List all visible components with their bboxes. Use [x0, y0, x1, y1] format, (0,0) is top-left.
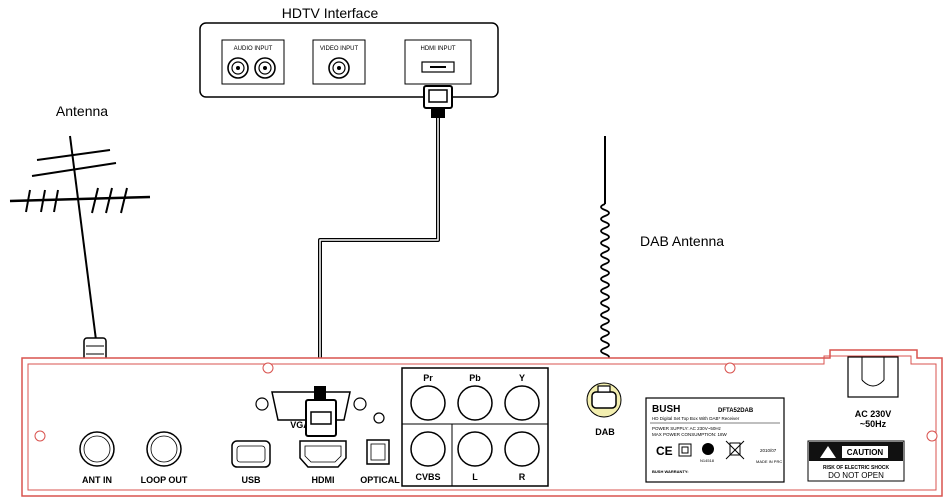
- usb-port: USB: [231, 440, 271, 485]
- svg-text:ANT IN: ANT IN: [82, 475, 112, 485]
- svg-text:MADE IN PRC: MADE IN PRC: [756, 459, 782, 464]
- svg-text:CVBS: CVBS: [415, 472, 440, 482]
- svg-text:USB: USB: [241, 475, 261, 485]
- svg-text:R: R: [519, 472, 526, 482]
- svg-text:DAB: DAB: [595, 427, 615, 437]
- svg-text:~50Hz: ~50Hz: [860, 419, 887, 429]
- hdmi-port: HDMI: [299, 440, 347, 485]
- hdmi-cable: [318, 118, 440, 392]
- svg-text:BUSH WARRANTY:: BUSH WARRANTY:: [652, 469, 689, 474]
- svg-text:L: L: [472, 472, 478, 482]
- svg-text:HDMI INPUT: HDMI INPUT: [421, 46, 456, 52]
- svg-text:CAUTION: CAUTION: [847, 448, 884, 457]
- hdtv-hdmi-input: HDMI INPUT: [404, 39, 472, 85]
- ant-in-port: ANT IN: [79, 431, 115, 485]
- rating-label: BUSH DFTA52DAB HD Digital Set Top Box Wi…: [645, 397, 785, 483]
- hdmi-plug-receiver: [305, 386, 337, 437]
- caution-label: CAUTION RISK OF ELECTRIC SHOCK DO NOT OP…: [807, 440, 905, 482]
- svg-text:DO NOT OPEN: DO NOT OPEN: [828, 471, 884, 480]
- antenna-icon: [9, 135, 151, 341]
- power-cord-entry: AC 230V ~50Hz: [847, 356, 899, 429]
- hdmi-plug-tv: [423, 85, 453, 118]
- svg-text:2010/07: 2010/07: [760, 448, 777, 453]
- svg-text:LOOP OUT: LOOP OUT: [141, 475, 188, 485]
- svg-text:VGA: VGA: [290, 420, 310, 430]
- svg-text:HD Digital Set Top Box With DA: HD Digital Set Top Box With DAB* Receive…: [652, 416, 740, 421]
- svg-text:VIDEO INPUT: VIDEO INPUT: [320, 46, 359, 52]
- svg-text:MAX POWER CONSUMPTION: 18W: MAX POWER CONSUMPTION: 18W: [652, 432, 728, 437]
- hdtv-title: HDTV Interface: [282, 5, 379, 21]
- warning-triangle-icon: [820, 446, 836, 458]
- dab-antenna-icon: [600, 136, 610, 386]
- antenna-label: Antenna: [56, 103, 108, 119]
- svg-text:Y: Y: [519, 373, 525, 383]
- svg-text:AUDIO INPUT: AUDIO INPUT: [234, 46, 273, 52]
- ce-mark-icon: CE: [656, 444, 673, 458]
- av-outputs: Pr Pb Y CVBS L R: [401, 367, 549, 487]
- svg-text:BUSH: BUSH: [652, 404, 680, 415]
- svg-text:HDMI: HDMI: [312, 475, 335, 485]
- svg-text:Pr: Pr: [423, 373, 433, 383]
- loop-out-port: LOOP OUT: [141, 431, 188, 485]
- hdtv-audio-input: AUDIO INPUT: [221, 39, 285, 85]
- svg-text:DFTA52DAB: DFTA52DAB: [718, 408, 754, 414]
- dab-port: DAB: [586, 382, 622, 437]
- dab-antenna-label: DAB Antenna: [640, 233, 724, 249]
- svg-text:AC 230V: AC 230V: [855, 409, 892, 419]
- svg-text:N14518: N14518: [700, 458, 715, 463]
- svg-text:RISK OF ELECTRIC SHOCK: RISK OF ELECTRIC SHOCK: [823, 465, 890, 471]
- optical-port: OPTICAL: [360, 412, 400, 485]
- wee-bin-icon: [725, 440, 745, 460]
- svg-text:POWER SUPPLY: AC 230V~50Hz: POWER SUPPLY: AC 230V~50Hz: [652, 426, 722, 431]
- c-tick-icon: [702, 443, 714, 455]
- svg-text:Pb: Pb: [469, 373, 481, 383]
- hdtv-video-input: VIDEO INPUT: [312, 39, 366, 85]
- svg-text:OPTICAL: OPTICAL: [360, 475, 400, 485]
